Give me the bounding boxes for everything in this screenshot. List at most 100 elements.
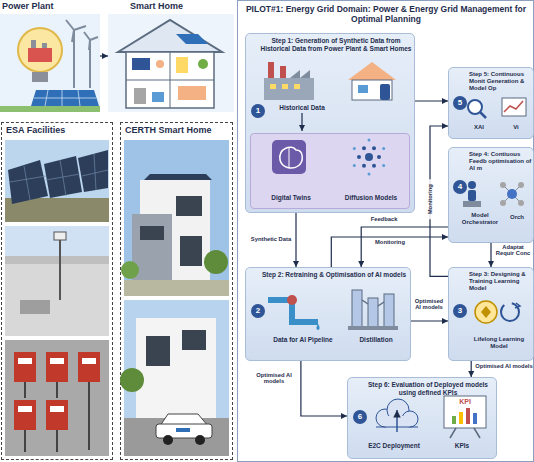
step-box: Step 2: Retraining & Optimisation of AI … bbox=[245, 267, 411, 361]
smart-home-illustration bbox=[152, 92, 164, 102]
photo-group: CERTH Smart Home bbox=[120, 122, 233, 460]
box-heading: Step 6: Evaluation of Deployed models us… bbox=[362, 381, 494, 396]
box-heading: ESA Facilities bbox=[6, 125, 108, 136]
certh-photos bbox=[176, 428, 190, 432]
step5-icons bbox=[480, 112, 486, 118]
flow-arrow bbox=[100, 55, 108, 56]
box-heading: Step 3: Designing & Training Learning Mo… bbox=[469, 271, 533, 292]
certh-photos bbox=[146, 336, 170, 366]
step2-icons bbox=[268, 290, 398, 330]
step1-icons bbox=[380, 84, 390, 100]
step6-icons bbox=[376, 427, 418, 428]
step-box: Step 3: Designing & Training Learning Mo… bbox=[448, 267, 534, 361]
step2-icons bbox=[317, 326, 318, 329]
model-icons bbox=[357, 155, 361, 159]
esa-photos bbox=[50, 406, 64, 412]
power-plant-illustration bbox=[31, 40, 36, 48]
step1-icons bbox=[268, 62, 274, 78]
step-box: Step 5: Continuous Monit Generation & Mo… bbox=[448, 67, 534, 139]
step1-icons bbox=[294, 84, 300, 89]
flow-arrow bbox=[471, 361, 472, 377]
smart-home-illustration bbox=[126, 80, 214, 81]
flow-arrow bbox=[415, 100, 448, 101]
step6-icons bbox=[473, 413, 477, 424]
step1-icons bbox=[358, 85, 368, 93]
flow-arrow bbox=[331, 237, 448, 267]
step1-icons bbox=[280, 66, 286, 78]
step6-icons bbox=[376, 409, 394, 427]
step6-icons bbox=[466, 408, 470, 424]
flow-arrow bbox=[490, 243, 491, 267]
step4-icons bbox=[500, 182, 506, 188]
item-label: KPIs bbox=[434, 442, 490, 450]
certh-photos bbox=[121, 261, 139, 279]
smart-home-illustration bbox=[126, 52, 214, 108]
box-heading: CERTH Smart Home bbox=[125, 125, 228, 136]
callout-number: 5 bbox=[453, 96, 467, 110]
pilot-panel: PILOT#1: Energy Grid Domain: Power & Ene… bbox=[237, 0, 534, 462]
model-icons bbox=[368, 173, 371, 176]
power-plant-illustration bbox=[66, 20, 86, 42]
step4-icons bbox=[500, 200, 506, 206]
esa-photos bbox=[59, 236, 61, 300]
certh-photos bbox=[124, 280, 229, 296]
smart-home-illustration bbox=[198, 59, 208, 69]
esa-photos bbox=[18, 358, 32, 364]
certh-photos bbox=[176, 196, 202, 216]
certh-photos bbox=[120, 140, 229, 456]
callout-number: 4 bbox=[453, 180, 467, 194]
step4-icons bbox=[468, 190, 476, 201]
smart-home-illustration bbox=[132, 58, 150, 70]
certh-photos bbox=[140, 226, 164, 240]
power-plant-illustration bbox=[18, 28, 62, 72]
esa-photos bbox=[10, 154, 108, 200]
flow-arrow bbox=[295, 213, 296, 267]
model-icons bbox=[280, 147, 302, 168]
item-label: Diffusion Models bbox=[333, 194, 409, 202]
box-heading: Step 4: Contiuous Feedb optimisation of … bbox=[469, 151, 533, 172]
step-box: Step 4: Contiuous Feedb optimisation of … bbox=[448, 147, 534, 243]
esa-photos bbox=[5, 198, 109, 222]
smart-home-illustration bbox=[156, 60, 164, 68]
model-icons bbox=[272, 139, 385, 176]
esa-photos bbox=[20, 300, 50, 314]
smart-home-illustration bbox=[170, 52, 171, 108]
power-plant-illustration bbox=[84, 32, 98, 50]
box-heading: Power Plant bbox=[2, 1, 98, 12]
smart-home-illustration bbox=[176, 34, 208, 44]
step6-icons bbox=[450, 428, 480, 438]
step3-icons bbox=[475, 301, 497, 323]
smart-home-illustration bbox=[178, 86, 206, 100]
certh-photos bbox=[160, 414, 208, 426]
power-plant-illustration bbox=[0, 14, 100, 112]
esa-photos bbox=[44, 156, 82, 198]
item-label: Orch bbox=[501, 214, 533, 221]
box-heading: Step 5: Continuous Monit Generation & Mo… bbox=[469, 71, 533, 92]
power-plant-illustration bbox=[28, 48, 52, 62]
step1-icons bbox=[264, 62, 396, 131]
callout-number: 2 bbox=[251, 304, 265, 318]
model-icons bbox=[372, 146, 376, 150]
step6-icons bbox=[402, 411, 418, 427]
smart-home-illustration bbox=[118, 20, 222, 52]
step3-icons bbox=[515, 303, 520, 308]
model-icons bbox=[368, 139, 371, 142]
esa-photos bbox=[78, 352, 100, 382]
item-label: Model Orchestrator bbox=[459, 212, 501, 226]
smart-home-illustration bbox=[176, 57, 188, 73]
step2-icons bbox=[268, 300, 318, 322]
step4-icons bbox=[507, 189, 517, 199]
step1-icons bbox=[282, 84, 288, 89]
box-heading: Smart Home bbox=[130, 1, 230, 12]
certh-photos bbox=[195, 435, 205, 445]
step6-icons bbox=[444, 396, 486, 428]
callout-number: 6 bbox=[353, 410, 367, 424]
esa-photos bbox=[14, 400, 36, 430]
model-icons bbox=[289, 148, 290, 168]
model-icons bbox=[365, 153, 373, 161]
esa-photos bbox=[54, 232, 66, 240]
certh-photos bbox=[182, 330, 206, 350]
illustration-panel: Power Plant bbox=[0, 0, 100, 112]
flow-arrow bbox=[430, 126, 448, 276]
